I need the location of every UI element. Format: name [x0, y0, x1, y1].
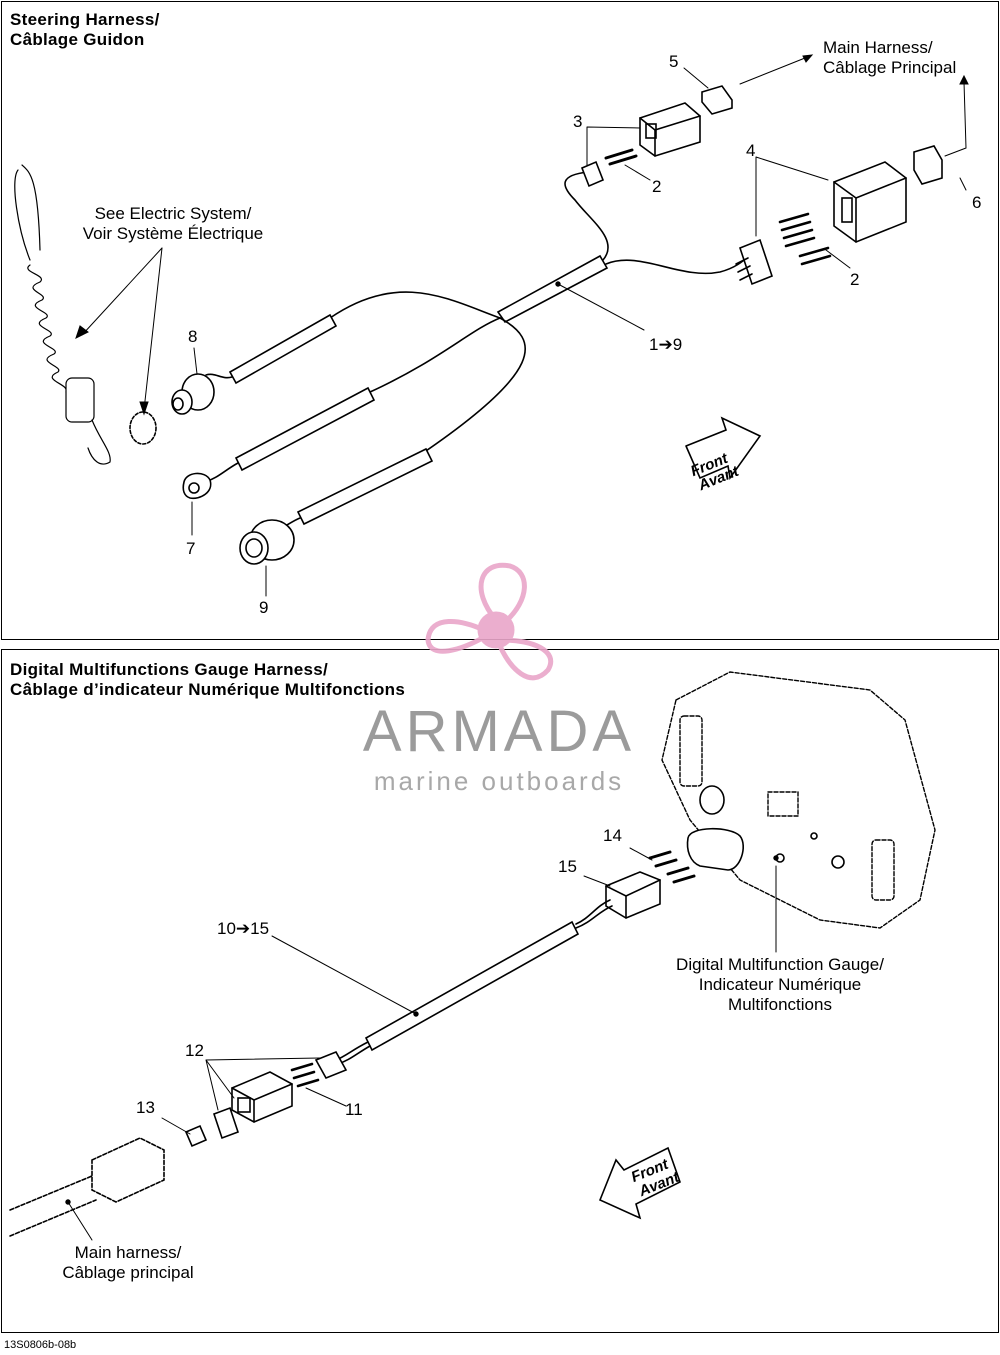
part-10-label: 10➔15: [217, 919, 270, 938]
drawing-code: 13S0806b-08b: [4, 1339, 77, 1351]
connector-6: [913, 145, 943, 185]
seal-ring: [129, 411, 157, 445]
part-5-label: 5: [669, 52, 679, 71]
main-harness-connector: [9, 1137, 165, 1237]
steering-title-line1: Steering Harness/: [10, 10, 160, 29]
connector-12: [212, 1071, 293, 1140]
armada-logo: [425, 562, 554, 681]
watermark-name: ARMADA: [362, 699, 636, 764]
sensor-9: [239, 519, 295, 565]
part-11-label: 11: [345, 1100, 363, 1119]
sleeve-8: [228, 313, 338, 385]
steering-title: Steering Harness/ Câblage Guidon: [10, 10, 160, 50]
sleeve-9: [296, 447, 434, 526]
see-electric-label: See Electric System/ Voir Système Électr…: [82, 204, 264, 243]
gauge-title: Digital Multifunctions Gauge Harness/ Câ…: [10, 660, 405, 700]
part-7-label: 7: [186, 539, 196, 558]
leader-lines-top: [75, 54, 969, 597]
watermark-tagline: marine outboards: [373, 766, 625, 796]
connector-4: [735, 161, 907, 286]
connector-3: [580, 102, 701, 188]
sensor-8: [171, 373, 215, 415]
steering-harness-panel: [1, 1, 999, 640]
front-arrow-top: [685, 416, 762, 481]
gauge-title-line2: Câblage d’indicateur Numérique Multifonc…: [10, 680, 406, 699]
part-13-label: 13: [136, 1098, 155, 1117]
main-sleeve: [496, 254, 609, 324]
part-12-label: 12: [185, 1041, 204, 1060]
sensor-7: [182, 472, 212, 500]
part-8-label: 8: [188, 327, 198, 346]
gauge-title-line1: Digital Multifunctions Gauge Harness/: [10, 660, 329, 679]
leader-lines-bottom: [65, 847, 779, 1241]
lanyard-cord: [14, 164, 111, 465]
part-1-label: 1➔9: [649, 335, 683, 354]
part-2a-label: 2: [652, 177, 662, 196]
main-harness-label-bottom: Main harness/ Câblage principal: [62, 1243, 194, 1282]
part-2b-label: 2: [850, 270, 860, 289]
part-6-label: 6: [972, 193, 982, 212]
part-9-label: 9: [259, 598, 269, 617]
main-harness-label-top: Main Harness/ Câblage Principal: [823, 38, 957, 77]
connector-11: [314, 1050, 348, 1080]
sleeve-7: [234, 386, 376, 472]
part-4-label: 4: [746, 141, 756, 160]
part-15-label: 15: [558, 857, 577, 876]
gauge-label: Digital Multifunction Gauge/ Indicateur …: [676, 955, 884, 1014]
part-3-label: 3: [573, 112, 583, 131]
front-arrow-bottom: [598, 1146, 681, 1220]
gauge-plug: [686, 785, 845, 871]
connector-5: [701, 85, 733, 115]
part-14-label: 14: [603, 826, 622, 845]
steering-title-line2: Câblage Guidon: [10, 30, 145, 49]
connector-15: [605, 871, 661, 919]
sleeve-10: [364, 920, 580, 1052]
connector-13: [184, 1124, 208, 1148]
